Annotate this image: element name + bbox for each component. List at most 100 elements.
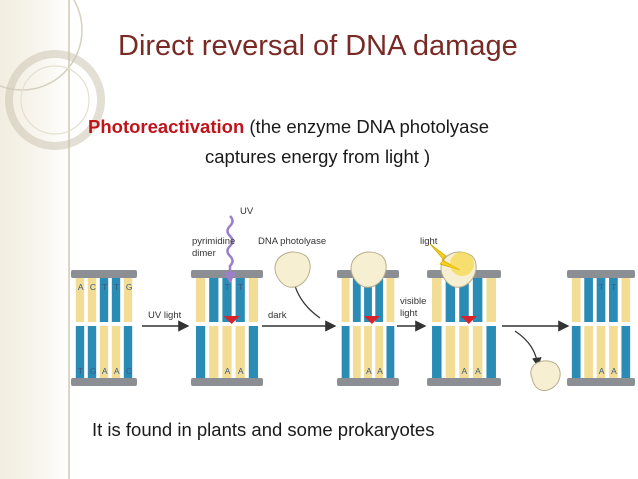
photolyase-released (530, 360, 561, 391)
dna-base-lower (375, 326, 384, 378)
label-dark: dark (268, 310, 287, 321)
dna-base-upper (386, 278, 395, 322)
dna-base-lower (248, 326, 259, 378)
dna-base-lower (445, 326, 456, 378)
dna-base-lower (596, 326, 606, 378)
dna-base-lower (571, 326, 581, 378)
base-letter-bottom: A (462, 366, 468, 376)
base-letter-bottom: A (599, 366, 605, 376)
dna-base-lower (486, 326, 496, 378)
base-letter-bottom: A (114, 366, 120, 376)
dna-base-upper (87, 278, 97, 322)
definition-text-1: (the enzyme DNA photolyase (244, 116, 489, 137)
thymine-dimer-mark (363, 316, 380, 324)
dna-base-lower (111, 326, 121, 378)
slide-title: Direct reversal of DNA damage (118, 30, 518, 62)
base-letter-bottom: A (366, 366, 372, 376)
dna-base-lower (222, 326, 232, 378)
dna-base-upper (621, 278, 631, 322)
dna-base-lower (584, 326, 593, 378)
dna-base-upper (486, 278, 496, 322)
dna-base-lower (459, 326, 469, 378)
dna-backbone-bottom (191, 378, 263, 386)
left-margin-line (68, 0, 70, 479)
base-letter-bottom: A (225, 366, 231, 376)
dna-base-lower (99, 326, 109, 378)
dna-base-upper (352, 278, 361, 322)
photoreactivation-term: Photoreactivation (88, 116, 245, 137)
label-light: light (420, 236, 438, 247)
dna-base-upper (375, 278, 384, 322)
label-visible: visible (400, 296, 426, 307)
base-letter-bottom: A (102, 366, 108, 376)
dna-base-lower (235, 326, 245, 378)
uv-ray (226, 215, 234, 278)
base-letter-bottom: A (238, 366, 244, 376)
dna-base-upper (235, 278, 245, 322)
dna-base-upper (596, 278, 606, 322)
dna-base-upper (364, 278, 372, 322)
definition-line-1: Photoreactivation (the enzyme DNA photol… (88, 116, 489, 138)
base-letter-bottom: G (90, 366, 97, 376)
light-glow (450, 252, 474, 276)
base-letter-top: T (225, 282, 230, 292)
dna-base-upper (195, 278, 206, 322)
base-letter-top: C (90, 282, 96, 292)
dna-base-lower (352, 326, 361, 378)
base-letter-top: A (78, 282, 84, 292)
dna-backbone-bottom (427, 378, 501, 386)
dna-base-lower (609, 326, 618, 378)
dna-base-upper (571, 278, 581, 322)
footnote-text: It is found in plants and some prokaryot… (92, 419, 435, 440)
photolyase-enzyme (274, 251, 311, 288)
dna-base-lower (341, 326, 350, 378)
dna-base-upper (248, 278, 259, 322)
photolyase-bound-1 (350, 251, 387, 288)
dna-backbone-bottom (337, 378, 399, 386)
dna-base-upper (99, 278, 109, 322)
enzyme-release-arrow (514, 330, 542, 368)
dna-base-upper (209, 278, 219, 322)
base-letter-top: T (599, 282, 604, 292)
dna-base-upper (75, 278, 85, 322)
label-dimer: dimer (192, 248, 216, 259)
dna-base-upper (341, 278, 350, 322)
label-dna-photolyase: DNA photolyase (258, 236, 326, 247)
base-letter-top: T (238, 282, 243, 292)
base-letter-bottom: T (78, 366, 83, 376)
dna-backbone-bottom (567, 378, 635, 386)
dna-base-upper (459, 278, 469, 322)
dna-base-upper (123, 278, 133, 322)
label-visible-light: light (400, 308, 418, 319)
label-uv: UV (240, 206, 254, 217)
enzyme-approach-arrow (294, 285, 321, 319)
base-letter-bottom: C (126, 366, 132, 376)
base-letter-top: G (126, 282, 133, 292)
dna-base-upper (472, 278, 483, 322)
dna-base-lower (364, 326, 372, 378)
dna-base-lower (432, 326, 442, 378)
label-uv-light: UV light (148, 310, 182, 321)
thymine-dimer-mark (460, 316, 477, 324)
thymine-dimer-mark (223, 316, 240, 324)
dna-base-upper (432, 278, 442, 322)
base-letter-top: T (102, 282, 107, 292)
dna-base-upper (111, 278, 121, 322)
dna-backbone-top (71, 270, 137, 278)
base-letter-top: T (114, 282, 119, 292)
decorative-circles (0, 0, 105, 150)
label-pyrimidine: pyrimidine (192, 236, 235, 247)
dna-base-upper (445, 278, 456, 322)
uv-ray-head (224, 272, 236, 284)
dna-backbone-top (567, 270, 635, 278)
dna-base-lower (621, 326, 631, 378)
base-letter-bottom: A (377, 366, 383, 376)
dna-base-lower (123, 326, 133, 378)
base-letter-bottom: A (475, 366, 481, 376)
dna-base-lower (87, 326, 97, 378)
